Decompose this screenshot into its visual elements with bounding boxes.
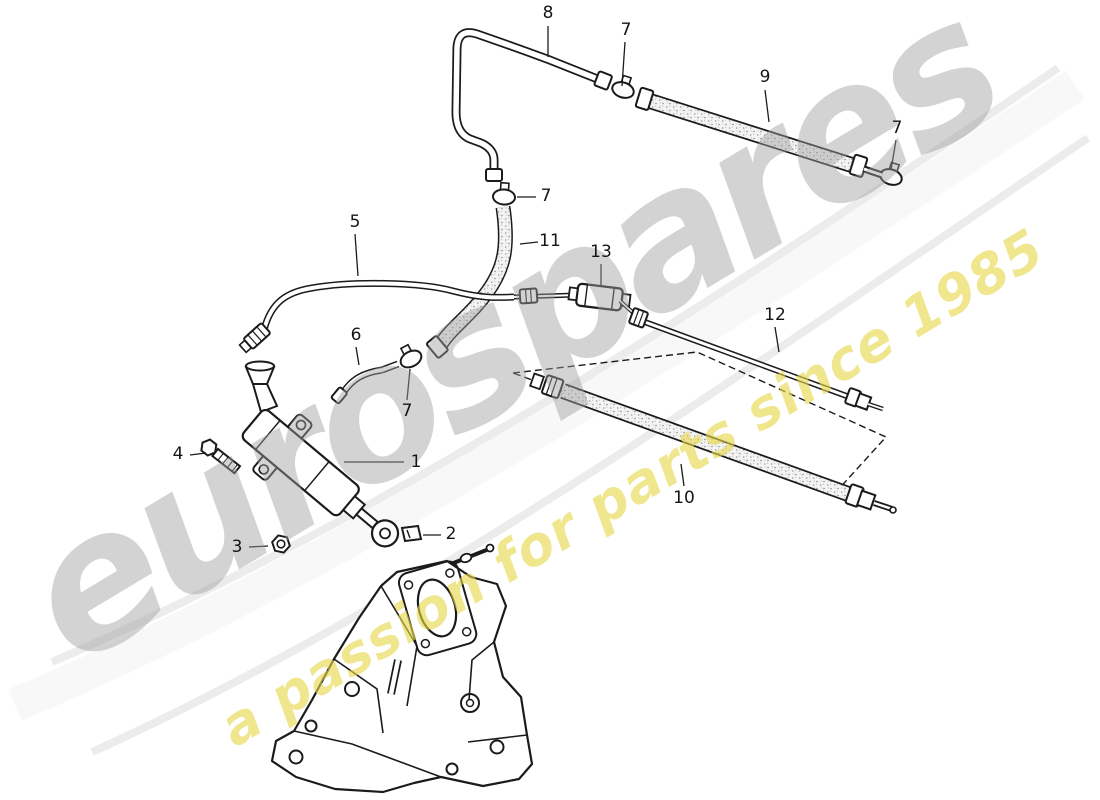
leader-3 <box>248 545 269 548</box>
leader-7-top <box>621 41 626 87</box>
leader-11 <box>519 241 539 245</box>
part-clamp-7-right <box>879 161 903 186</box>
leader-7-lower <box>406 368 411 401</box>
leader-12 <box>774 326 780 353</box>
part-tube-8 <box>451 28 613 182</box>
part-pipe-5 <box>238 279 515 354</box>
part-clamp-7-lower <box>399 343 423 369</box>
leader-lines <box>189 26 897 548</box>
part-hose-11 <box>426 205 513 359</box>
part-clip-2 <box>400 524 423 543</box>
leader-7-right <box>890 139 897 171</box>
bracket-pedal-mount <box>270 543 534 794</box>
part-hose-9 <box>634 86 884 179</box>
part-clamp-7-top <box>611 74 635 99</box>
leader-9 <box>764 89 770 123</box>
part-hose-10 <box>529 372 897 514</box>
part-coupler-13 <box>513 282 641 320</box>
part-line-12 <box>628 307 884 412</box>
leader-6 <box>355 346 360 366</box>
dashed-reference-box <box>512 351 888 493</box>
leader-10 <box>680 463 685 487</box>
part-elbow-6 <box>330 360 400 405</box>
part-master-cylinder-1 <box>241 360 400 548</box>
part-bolt-4 <box>200 438 242 475</box>
diagram-linework <box>189 26 903 794</box>
part-clamp-7-middle <box>492 181 516 206</box>
leader-5 <box>354 233 359 277</box>
part-nut-3 <box>271 534 291 554</box>
leader-4 <box>189 452 207 456</box>
